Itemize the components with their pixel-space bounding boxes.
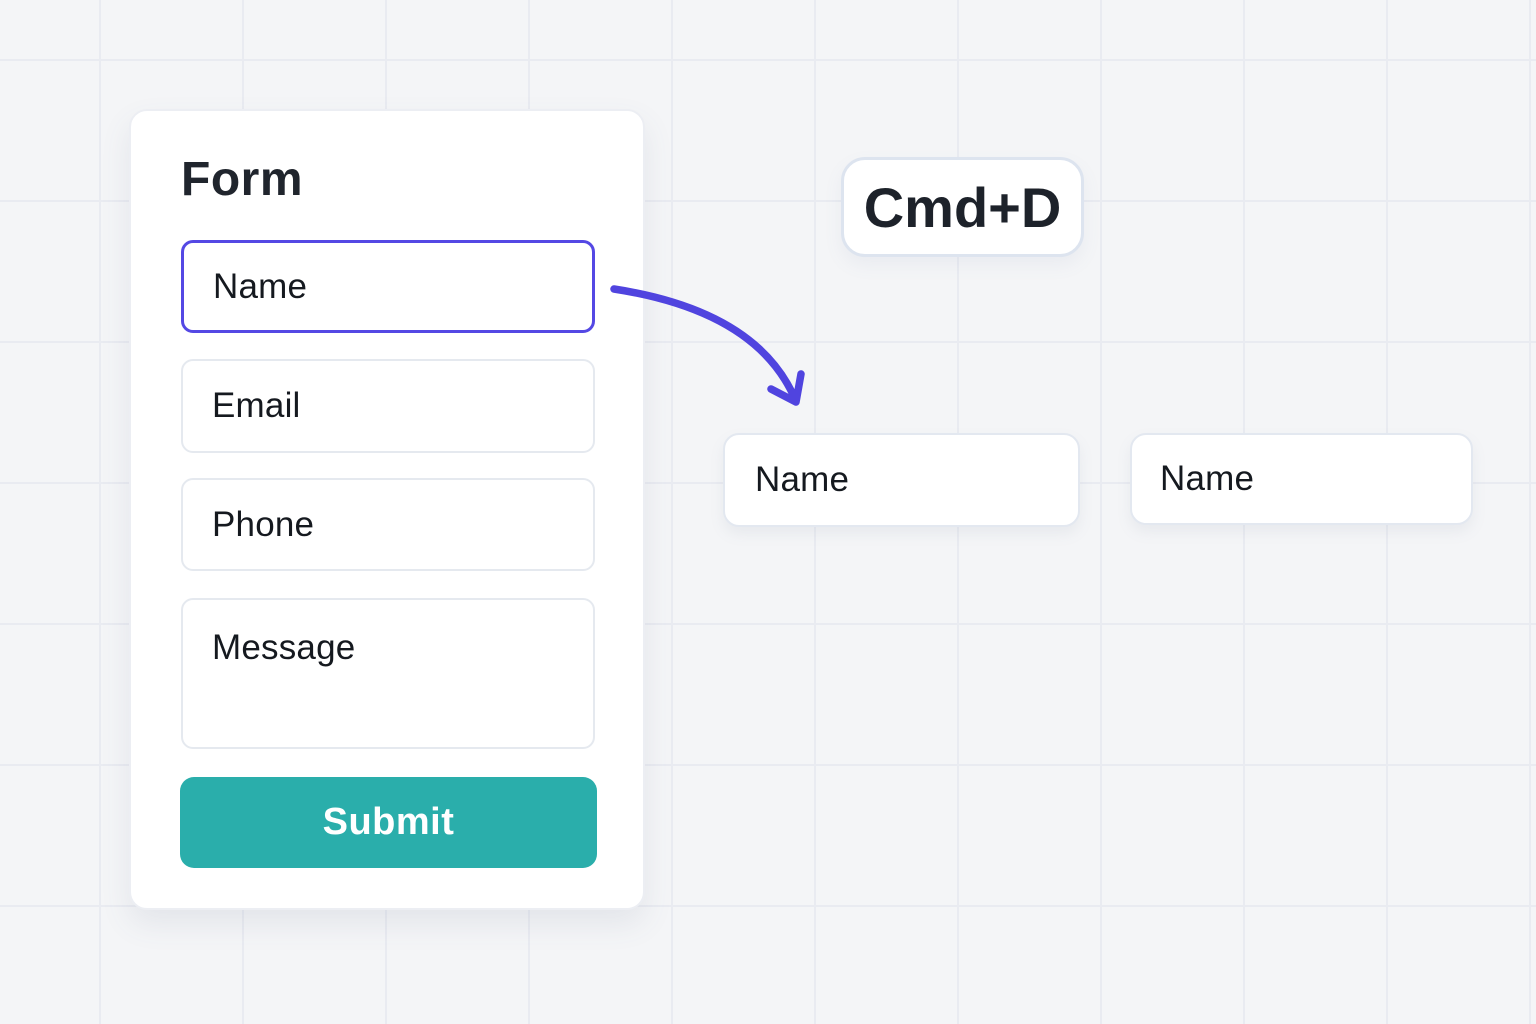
- form-panel: Form Name Email Phone Message Submit: [129, 109, 645, 910]
- form-field-message[interactable]: Message: [181, 598, 595, 749]
- duplicated-field-label-2: Name: [1160, 459, 1255, 498]
- field-label-message: Message: [212, 628, 356, 667]
- field-label-phone: Phone: [212, 504, 315, 544]
- field-label-name: Name: [213, 266, 308, 306]
- duplicated-name-field-1[interactable]: Name: [723, 433, 1080, 527]
- form-field-email[interactable]: Email: [181, 359, 595, 453]
- duplicated-field-label-1: Name: [755, 460, 850, 499]
- shortcut-badge-label: Cmd+D: [863, 175, 1062, 239]
- duplicated-name-field-2[interactable]: Name: [1130, 433, 1473, 525]
- form-title: Form: [181, 153, 303, 206]
- shortcut-badge: Cmd+D: [841, 157, 1084, 257]
- field-label-email: Email: [212, 386, 301, 425]
- submit-button[interactable]: Submit: [180, 777, 597, 868]
- form-field-name[interactable]: Name: [181, 240, 595, 333]
- form-field-phone[interactable]: Phone: [181, 478, 595, 571]
